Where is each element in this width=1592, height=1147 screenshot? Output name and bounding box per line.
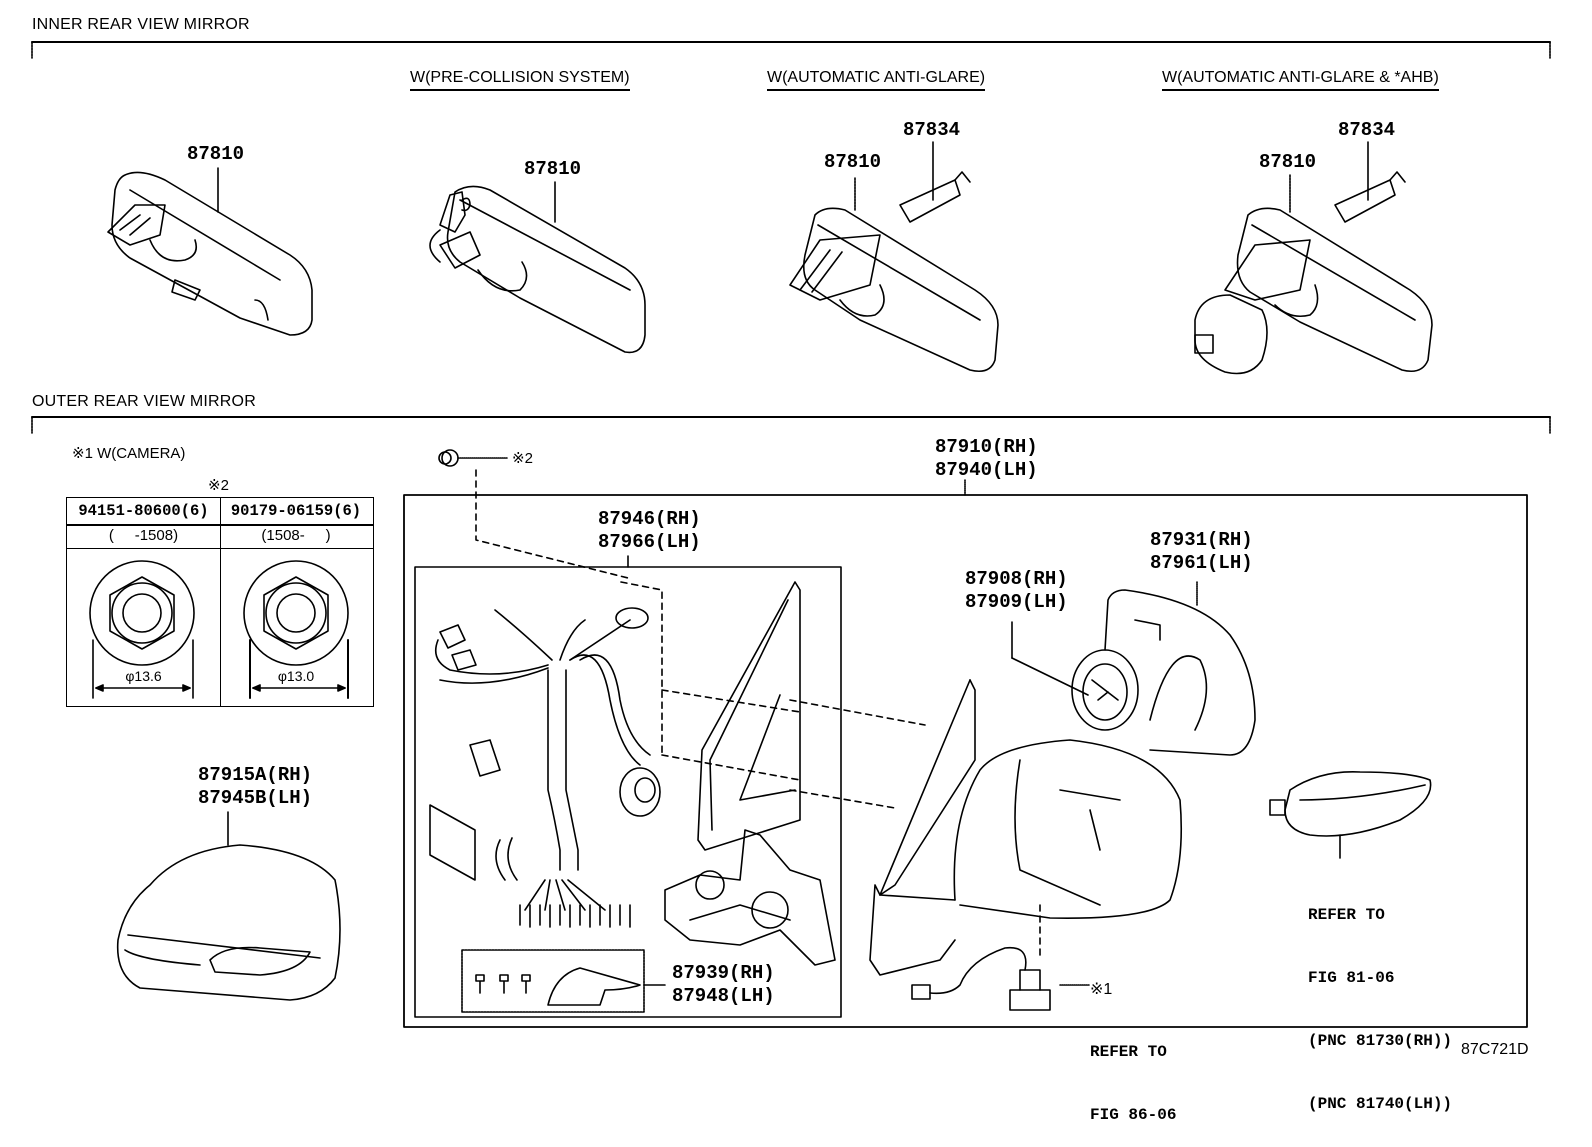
clip-drawing <box>438 449 629 579</box>
inner-mirror-auto-antiglare-drawing <box>789 141 999 373</box>
assembly-lh[interactable]: 87940(LH) <box>935 459 1038 481</box>
inner-mirror-auto-antiglare-ahb-drawing <box>1194 141 1433 375</box>
ref-line: FIG 81-06 <box>1308 969 1395 987</box>
ref-mark: ※1 <box>1090 981 1113 998</box>
harness-lh[interactable]: 87966(LH) <box>598 531 701 553</box>
part-number-87834-auto-antiglare-ahb[interactable]: 87834 <box>1338 119 1396 141</box>
mirror-motor-unit-drawing <box>664 829 836 966</box>
fastener-column: 90179-06159(6) (1508- ) φ13.0 <box>219 498 373 706</box>
inner-mirror-standard-drawing <box>107 167 313 336</box>
fastener-part-number[interactable]: 94151-80600(6) <box>67 498 220 526</box>
variant-label-auto-antiglare-ahb: W(AUTOMATIC ANTI-GLARE & *AHB) <box>1162 69 1439 91</box>
part-number-87834-auto-antiglare[interactable]: 87834 <box>903 119 961 141</box>
part-number-87810-standard[interactable]: 87810 <box>187 143 245 165</box>
assembly-box <box>403 479 1528 1028</box>
cover-kit-rh[interactable]: 87939(RH) <box>672 962 775 984</box>
part-number-assembly[interactable]: 87910(RH) 87940(LH) <box>935 436 1038 482</box>
inner-mirror-pre-collision-drawing <box>429 181 646 354</box>
part-number-harness[interactable]: 87946(RH) 87966(LH) <box>598 508 701 554</box>
nut-drawing-left <box>89 560 195 699</box>
inner-section-bracket <box>31 41 1551 59</box>
cover-rh[interactable]: 87915A(RH) <box>198 764 313 786</box>
fastener-ref-mark: ※2 <box>208 477 229 494</box>
outer-section-bracket <box>31 416 1551 434</box>
wire-harness-drawing <box>429 607 661 928</box>
camera-drawing <box>911 946 1091 1011</box>
fastener-column: 94151-80600(6) ( -1508) φ13.6 <box>67 498 221 706</box>
fastener-dimension: φ13.6 <box>125 668 162 684</box>
part-number-87810-auto-antiglare-ahb[interactable]: 87810 <box>1259 151 1317 173</box>
parts-diagram-artwork <box>31 41 1551 1028</box>
harness-subbox <box>414 555 842 1018</box>
cover-kit-subbox <box>461 949 666 1013</box>
part-number-mirror-glass[interactable]: 87931(RH) 87961(LH) <box>1150 529 1253 575</box>
part-number-cover[interactable]: 87915A(RH) 87945B(LH) <box>198 764 312 810</box>
mirror-glass-lh[interactable]: 87961(LH) <box>1150 552 1253 574</box>
harness-rh[interactable]: 87946(RH) <box>598 508 701 530</box>
mirror-cover-drawing <box>116 811 341 1001</box>
ref-line: REFER TO <box>1090 1043 1167 1061</box>
outer-section-title: OUTER REAR VIEW MIRROR <box>32 393 256 410</box>
actuator-rh[interactable]: 87908(RH) <box>965 568 1068 590</box>
mirror-base-bracket-drawing <box>661 581 926 851</box>
fastener-dimension: φ13.0 <box>277 668 315 684</box>
clip-ref-mark: ※2 <box>512 450 533 467</box>
part-number-87810-pre-collision[interactable]: 87810 <box>524 158 582 180</box>
inner-section-title: INNER REAR VIEW MIRROR <box>32 16 250 33</box>
cover-lh[interactable]: 87945B(LH) <box>198 787 313 809</box>
fastener-date-range: ( -1508) <box>67 524 220 549</box>
mirror-housing-drawing <box>869 679 1183 976</box>
turn-signal-drawing <box>1269 771 1432 859</box>
part-number-actuator[interactable]: 87908(RH) 87909(LH) <box>965 568 1068 614</box>
ref-line: (PNC 81730(RH)) <box>1308 1032 1453 1050</box>
ref-line: REFER TO <box>1308 906 1385 924</box>
assembly-rh[interactable]: 87910(RH) <box>935 436 1038 458</box>
fastener-part-number[interactable]: 90179-06159(6) <box>219 498 373 526</box>
camera-note: ※1 W(CAMERA) <box>72 445 186 462</box>
mirror-actuator-drawing <box>1011 621 1139 731</box>
diagram-id: 87C721D <box>1461 1041 1529 1058</box>
part-number-87810-auto-antiglare[interactable]: 87810 <box>824 151 882 173</box>
camera-reference[interactable]: ※1 REFER TO FIG 86-06 <box>1090 937 1176 1147</box>
variant-label-auto-antiglare: W(AUTOMATIC ANTI-GLARE) <box>767 69 986 91</box>
ref-line: FIG 86-06 <box>1090 1106 1177 1124</box>
cover-kit-lh[interactable]: 87948(LH) <box>672 985 775 1007</box>
ref-line: (PNC 81740(LH)) <box>1308 1095 1453 1113</box>
turn-signal-reference[interactable]: REFER TO FIG 81-06 (PNC 81730(RH)) (PNC … <box>1308 863 1452 1136</box>
fastener-table: 94151-80600(6) ( -1508) φ13.6 90179-0615… <box>66 497 374 707</box>
part-number-cover-kit[interactable]: 87939(RH) 87948(LH) <box>672 962 775 1008</box>
mirror-glass-drawing <box>1104 581 1256 756</box>
actuator-lh[interactable]: 87909(LH) <box>965 591 1068 613</box>
variant-label-pre-collision: W(PRE-COLLISION SYSTEM) <box>410 69 630 91</box>
mirror-glass-rh[interactable]: 87931(RH) <box>1150 529 1253 551</box>
fastener-date-range: (1508- ) <box>219 524 373 549</box>
nut-drawing-right <box>243 560 349 699</box>
